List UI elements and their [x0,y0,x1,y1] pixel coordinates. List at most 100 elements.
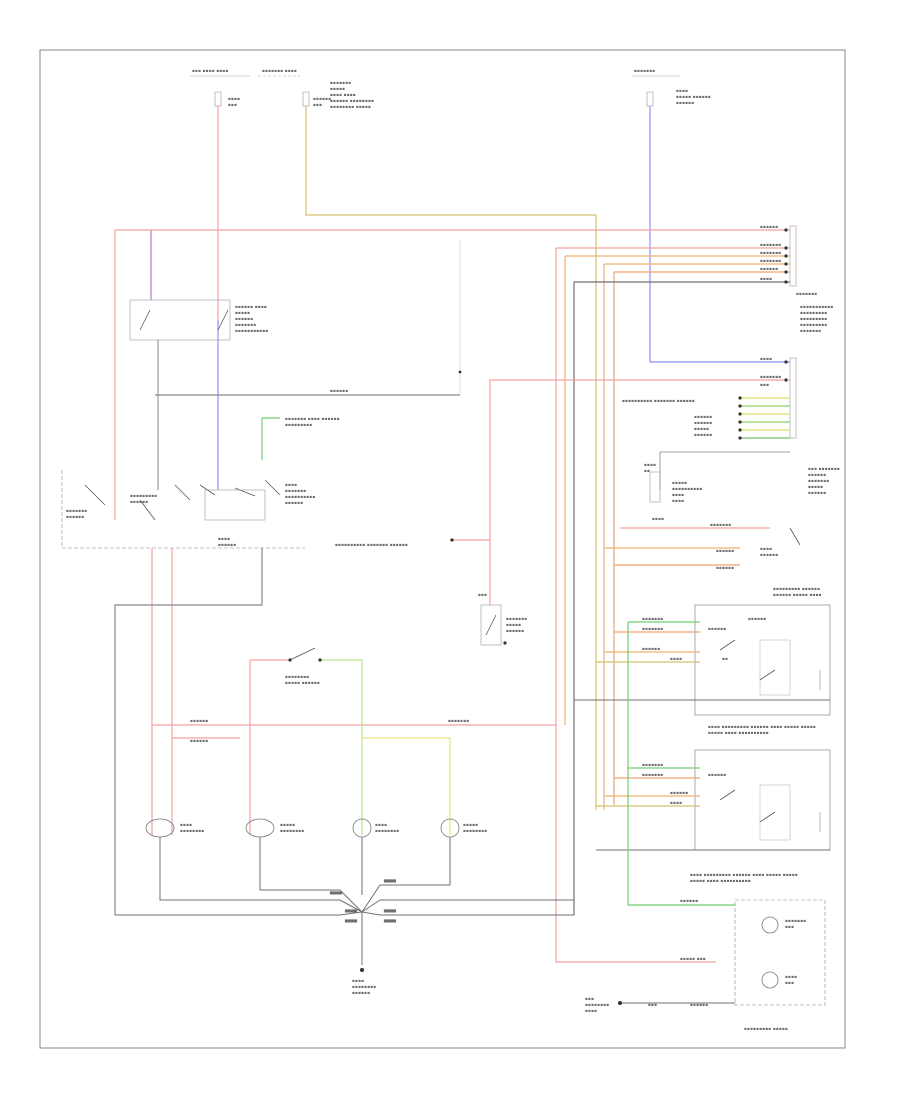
svg-text:▪▪: ▪▪ [722,656,728,661]
svg-text:▪▪▪▪▪▪: ▪▪▪▪▪▪ [808,490,826,495]
svg-text:▪▪▪▪▪▪▪▪▪: ▪▪▪▪▪▪▪▪▪ [285,422,312,427]
svg-text:▪▪▪▪▪▪: ▪▪▪▪▪▪ [808,472,826,477]
svg-text:▪▪▪▪▪▪▪: ▪▪▪▪▪▪▪ [642,762,663,767]
svg-text:▪▪▪▪▪▪▪▪: ▪▪▪▪▪▪▪▪ [463,828,487,833]
svg-text:▪▪▪▪▪▪▪▪▪▪ ▪▪▪▪▪▪▪ ▪▪▪▪▪▪: ▪▪▪▪▪▪▪▪▪▪ ▪▪▪▪▪▪▪ ▪▪▪▪▪▪ [335,542,408,547]
svg-text:▪▪▪▪▪▪▪▪: ▪▪▪▪▪▪▪▪ [285,674,309,679]
svg-text:▪▪▪▪: ▪▪▪▪ [670,800,682,805]
svg-text:▪▪▪▪: ▪▪▪▪ [180,822,192,827]
svg-text:▪▪▪▪▪: ▪▪▪▪▪ [463,822,478,827]
svg-text:▪▪▪▪▪▪: ▪▪▪▪▪▪ [760,266,778,271]
svg-text:▪▪▪▪▪▪ ▪▪▪▪▪ ▪▪▪▪: ▪▪▪▪▪▪ ▪▪▪▪▪ ▪▪▪▪ [773,592,822,597]
svg-text:▪▪▪▪▪▪: ▪▪▪▪▪▪ [66,514,84,519]
svg-text:▪▪▪▪▪▪▪: ▪▪▪▪▪▪▪ [506,616,527,621]
svg-text:▪▪▪▪▪▪ ▪▪▪▪: ▪▪▪▪▪▪ ▪▪▪▪ [235,304,267,309]
svg-text:▪▪▪▪▪ ▪▪▪▪ ▪▪▪▪▪▪▪▪▪▪: ▪▪▪▪▪ ▪▪▪▪ ▪▪▪▪▪▪▪▪▪▪ [708,730,769,735]
svg-text:▪▪▪▪▪▪: ▪▪▪▪▪▪ [190,718,208,723]
svg-text:▪▪▪▪▪▪: ▪▪▪▪▪▪ [235,316,253,321]
svg-text:▪▪▪▪▪▪: ▪▪▪▪▪▪ [313,96,331,101]
svg-text:▪▪▪▪: ▪▪▪▪ [345,918,357,923]
svg-text:▪▪▪▪▪: ▪▪▪▪▪ [235,310,250,315]
svg-text:▪▪▪▪: ▪▪▪▪ [218,536,230,541]
svg-text:▪▪▪▪: ▪▪▪▪ [375,822,387,827]
svg-text:▪▪▪▪▪▪: ▪▪▪▪▪▪ [716,548,734,553]
svg-text:▪▪▪: ▪▪▪ [585,996,594,1001]
svg-text:▪▪▪▪ ▪▪▪▪: ▪▪▪▪ ▪▪▪▪ [330,92,356,97]
main-busses [114,229,790,963]
svg-text:▪▪▪▪▪▪▪: ▪▪▪▪▪▪▪ [285,488,306,493]
ground-symbol: ▪▪▪▪ ▪▪▪▪▪▪▪▪ ▪▪▪▪▪▪ [352,968,376,995]
svg-text:▪▪▪▪▪▪: ▪▪▪▪▪▪ [285,500,303,505]
svg-text:▪▪▪▪▪▪▪ ▪▪▪▪: ▪▪▪▪▪▪▪ ▪▪▪▪ [262,68,297,73]
passing-light-switch: ▪▪▪▪▪▪▪▪ ▪▪▪▪▪ ▪▪▪▪▪▪ [285,647,322,685]
svg-text:▪▪▪▪: ▪▪▪▪ [384,878,396,883]
svg-text:▪▪▪▪▪▪▪: ▪▪▪▪▪▪▪ [642,616,663,621]
svg-text:▪▪▪▪▪▪▪: ▪▪▪▪▪▪▪ [448,718,469,723]
svg-text:▪▪▪▪▪▪▪▪▪: ▪▪▪▪▪▪▪▪▪ [800,322,827,327]
svg-text:▪▪▪▪▪▪▪: ▪▪▪▪▪▪▪ [642,772,663,777]
svg-text:▪▪▪▪ ▪▪▪▪▪▪▪▪▪ ▪▪▪▪▪▪ ▪▪▪▪ ▪▪▪: ▪▪▪▪ ▪▪▪▪▪▪▪▪▪ ▪▪▪▪▪▪ ▪▪▪▪ ▪▪▪▪▪ ▪▪▪▪▪ [708,724,816,729]
svg-text:▪▪▪▪: ▪▪▪▪ [285,482,297,487]
svg-text:▪▪▪: ▪▪▪ [648,1002,657,1007]
headlight-relay-box: ▪▪▪▪▪▪▪ ▪▪▪▪▪▪▪ ▪▪▪▪▪▪ ▪▪▪▪ ▪▪▪▪▪▪ ▪▪▪▪ … [596,749,831,883]
svg-text:▪▪▪▪▪▪▪: ▪▪▪▪▪▪▪ [642,626,663,631]
svg-text:▪▪▪▪▪▪▪: ▪▪▪▪▪▪▪ [800,328,821,333]
svg-text:▪▪▪▪: ▪▪▪▪ [760,276,772,281]
svg-text:▪▪▪▪▪: ▪▪▪▪▪ [330,86,345,91]
svg-text:▪▪▪▪▪▪▪▪▪▪: ▪▪▪▪▪▪▪▪▪▪ [672,486,702,491]
svg-text:▪▪▪▪: ▪▪▪▪ [644,462,656,467]
svg-text:▪▪▪▪▪▪▪: ▪▪▪▪▪▪▪ [710,522,731,527]
svg-text:▪▪▪▪▪▪: ▪▪▪▪▪▪ [642,646,660,651]
svg-text:▪▪▪▪▪▪: ▪▪▪▪▪▪ [760,552,778,557]
svg-text:▪▪▪▪: ▪▪▪▪ [345,908,357,913]
svg-text:▪▪▪: ▪▪▪ [785,980,794,985]
svg-text:▪▪▪▪: ▪▪▪▪ [760,546,772,551]
switch-output-wires: ▪▪▪▪▪▪ ▪▪▪▪▪▪ ▪▪▪▪▪▪▪ [114,548,556,915]
svg-text:▪▪▪▪▪▪▪: ▪▪▪▪▪▪▪ [785,918,806,923]
svg-text:▪▪▪▪▪▪▪▪▪ ▪▪▪▪▪▪: ▪▪▪▪▪▪▪▪▪ ▪▪▪▪▪▪ [773,586,820,591]
svg-text:▪▪▪▪▪▪▪▪: ▪▪▪▪▪▪▪▪ [280,828,304,833]
svg-text:▪▪▪ ▪▪▪▪▪▪▪: ▪▪▪ ▪▪▪▪▪▪▪ [808,466,840,471]
svg-text:▪▪▪: ▪▪▪ [478,592,487,597]
headlight-lamps: ▪▪▪▪ ▪▪▪▪▪▪▪▪ ▪▪▪▪▪ ▪▪▪▪▪▪▪▪ ▪▪▪▪ ▪▪▪▪▪▪… [145,818,487,838]
svg-text:▪▪▪: ▪▪▪ [228,102,237,107]
bus-terminals-top: ▪▪▪▪▪▪ ▪▪▪▪▪▪▪ ▪▪▪▪▪▪▪ ▪▪▪▪▪▪▪ ▪▪▪▪▪▪ ▪▪… [760,224,833,333]
drl-relay: ▪▪▪▪ ▪▪ ▪▪▪▪▪ ▪▪▪▪▪▪▪▪▪▪ ▪▪▪▪ ▪▪▪▪ ▪▪▪ ▪… [644,451,840,503]
svg-text:▪▪▪▪▪▪▪▪▪: ▪▪▪▪▪▪▪▪▪ [130,493,157,498]
svg-text:▪▪▪▪: ▪▪▪▪ [384,918,396,923]
svg-text:▪▪▪▪▪ ▪▪▪: ▪▪▪▪▪ ▪▪▪ [680,956,706,961]
svg-text:▪▪▪▪▪▪▪▪▪: ▪▪▪▪▪▪▪▪▪ [800,316,827,321]
diagram-border [39,49,846,1049]
svg-text:▪▪▪▪▪ ▪▪▪▪▪▪: ▪▪▪▪▪ ▪▪▪▪▪▪ [285,680,320,685]
svg-text:▪▪▪▪: ▪▪▪▪ [228,96,240,101]
svg-text:▪▪▪: ▪▪▪ [785,924,794,929]
svg-text:▪▪▪▪▪: ▪▪▪▪▪ [808,484,823,489]
feed-wires [150,106,790,810]
svg-text:▪▪: ▪▪ [644,468,650,473]
svg-text:▪▪▪▪▪▪ ▪▪▪▪▪▪▪▪: ▪▪▪▪▪▪ ▪▪▪▪▪▪▪▪ [330,98,374,103]
svg-text:▪▪▪▪▪: ▪▪▪▪▪ [694,426,709,431]
svg-text:▪▪▪▪▪▪▪▪▪▪▪: ▪▪▪▪▪▪▪▪▪▪▪ [235,328,268,333]
svg-text:▪▪▪▪: ▪▪▪▪ [384,908,396,913]
top-power-feeds: ▪▪▪ ▪▪▪▪ ▪▪▪▪ ▪▪▪▪▪▪▪ ▪▪▪▪ ▪▪▪▪▪▪▪ ▪▪▪▪▪… [190,68,711,109]
svg-text:▪▪▪▪▪▪▪: ▪▪▪▪▪▪▪ [760,374,781,379]
svg-text:▪▪▪▪▪▪: ▪▪▪▪▪▪ [694,420,712,425]
drl-lamp-cluster: ▪▪▪▪▪▪▪ ▪▪▪ ▪▪▪▪ ▪▪▪ ▪▪▪▪▪▪ ▪▪▪▪▪ ▪▪▪ ▪▪… [585,898,826,1031]
svg-text:▪▪▪: ▪▪▪ [313,102,322,107]
headlight-switch: ▪▪▪▪▪▪▪ ▪▪▪▪▪▪ ▪▪▪▪▪▪▪▪▪ ▪▪▪▪▪▪ ▪▪▪▪ ▪▪▪… [61,416,340,549]
svg-text:▪▪▪▪▪: ▪▪▪▪▪ [672,480,687,485]
svg-text:▪▪▪▪▪▪: ▪▪▪▪▪▪ [690,1002,708,1007]
svg-text:▪▪▪▪▪ ▪▪▪▪ ▪▪▪▪▪▪▪▪▪▪: ▪▪▪▪▪ ▪▪▪▪ ▪▪▪▪▪▪▪▪▪▪ [690,878,751,883]
svg-text:▪▪▪▪: ▪▪▪▪ [330,890,342,895]
svg-text:▪▪▪▪: ▪▪▪▪ [672,498,684,503]
svg-text:▪▪▪▪▪▪▪▪▪▪: ▪▪▪▪▪▪▪▪▪▪ [285,494,315,499]
svg-text:▪▪▪▪▪▪▪: ▪▪▪▪▪▪▪ [760,242,781,247]
svg-text:▪▪▪▪▪▪▪: ▪▪▪▪▪▪▪ [796,291,817,296]
svg-text:▪▪▪▪▪ ▪▪▪▪▪▪: ▪▪▪▪▪ ▪▪▪▪▪▪ [676,94,711,99]
svg-text:▪▪▪▪▪▪▪: ▪▪▪▪▪▪▪ [634,68,655,73]
svg-text:▪▪▪▪▪▪: ▪▪▪▪▪▪ [190,738,208,743]
svg-text:▪▪▪▪▪▪: ▪▪▪▪▪▪ [694,414,712,419]
svg-text:▪▪▪▪▪▪: ▪▪▪▪▪▪ [694,432,712,437]
svg-text:▪▪▪▪▪▪▪▪▪ ▪▪▪▪▪: ▪▪▪▪▪▪▪▪▪ ▪▪▪▪▪ [744,1026,788,1031]
